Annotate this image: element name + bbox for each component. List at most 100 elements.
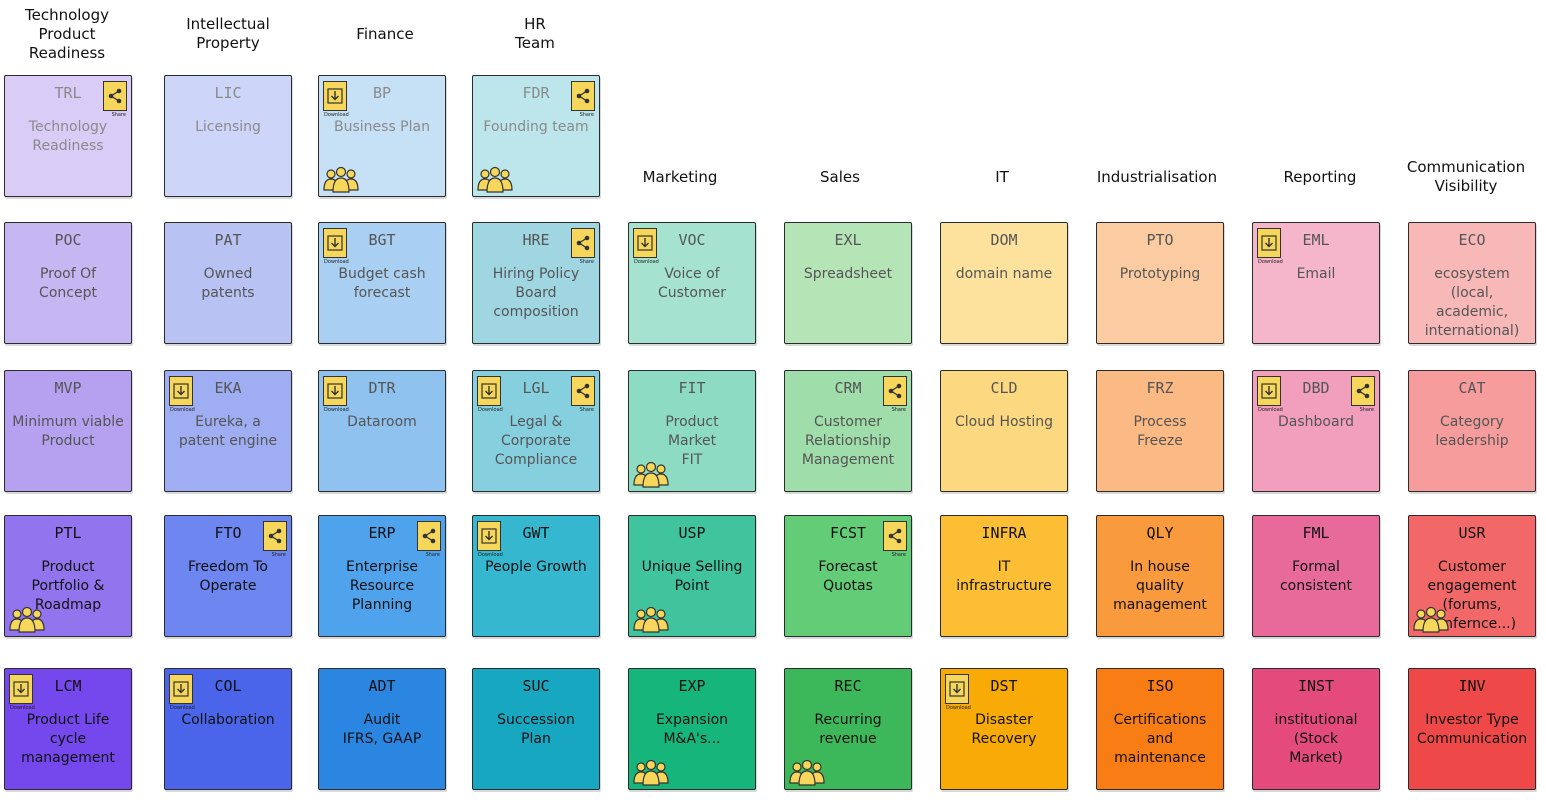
download-icon[interactable]: Download xyxy=(323,376,349,413)
share-icon[interactable]: Share xyxy=(571,81,595,118)
card-ptl[interactable]: PTL Product Portfolio & Roadmap xyxy=(4,515,132,637)
card-label: Process Freeze xyxy=(1133,414,1187,449)
download-icon[interactable]: Download xyxy=(477,376,503,413)
download-caption: Download xyxy=(1258,407,1283,413)
card-label: Disaster Recovery xyxy=(971,712,1037,747)
card-label: Spreadsheet xyxy=(803,266,893,282)
column-title-industrialisation: Industrialisation xyxy=(1096,168,1218,186)
card-label: Budget cash forecast xyxy=(338,266,426,301)
card-code: PAT xyxy=(214,231,242,249)
share-icon[interactable]: Share xyxy=(883,521,907,558)
download-icon[interactable]: Download xyxy=(1257,228,1283,265)
download-icon[interactable]: Download xyxy=(323,81,349,118)
card-code: QLY xyxy=(1146,524,1174,542)
share-caption: Share xyxy=(425,552,440,558)
card-code: BGT xyxy=(368,231,396,249)
download-icon[interactable]: Download xyxy=(169,674,195,711)
card-code: BP xyxy=(372,84,392,102)
team-icon xyxy=(321,164,361,194)
download-icon[interactable]: Download xyxy=(1257,376,1283,413)
card-label: Certifications and maintenance xyxy=(1113,712,1207,766)
column-title-technology: Technology Product Readiness xyxy=(24,6,110,62)
card-code: PTL xyxy=(54,524,82,542)
share-caption: Share xyxy=(891,407,906,413)
download-caption: Download xyxy=(324,112,349,118)
download-icon[interactable]: Download xyxy=(323,228,349,265)
card-code: USP xyxy=(678,524,706,542)
card-code: COL xyxy=(214,677,242,695)
share-icon[interactable]: Share xyxy=(263,521,287,558)
card-code: LCM xyxy=(54,677,82,695)
share-icon[interactable]: Share xyxy=(1351,376,1375,413)
card-label: Product Portfolio & Roadmap xyxy=(31,559,105,613)
download-icon[interactable]: Download xyxy=(169,376,195,413)
card-code: VOC xyxy=(678,231,706,249)
download-icon[interactable]: Download xyxy=(633,228,659,265)
card-qly[interactable]: QLY In house quality management xyxy=(1096,515,1224,637)
card-label: Enterprise Resource Planning xyxy=(345,559,419,613)
card-label: Eureka, a patent engine xyxy=(178,414,278,449)
share-caption: Share xyxy=(891,552,906,558)
card-code: CAT xyxy=(1458,379,1486,397)
card-label: In house quality management xyxy=(1113,559,1207,613)
card-code: TRL xyxy=(54,84,82,102)
card-code: DBD xyxy=(1302,379,1330,397)
share-icon[interactable]: Share xyxy=(571,228,595,265)
share-icon[interactable]: Share xyxy=(417,521,441,558)
share-icon[interactable]: Share xyxy=(883,376,907,413)
download-icon[interactable]: Download xyxy=(945,674,971,711)
download-icon[interactable]: Download xyxy=(477,521,503,558)
column-title-reporting: Reporting xyxy=(1283,168,1357,186)
card-code: FIT xyxy=(678,379,706,397)
share-icon[interactable]: Share xyxy=(571,376,595,413)
card-label: Freedom To Operate xyxy=(188,559,268,594)
download-icon[interactable]: Download xyxy=(9,674,35,711)
share-caption: Share xyxy=(579,112,594,118)
card-code: EXP xyxy=(678,677,706,695)
share-icon[interactable]: Share xyxy=(103,81,127,118)
card-label: Prototyping xyxy=(1119,266,1201,282)
